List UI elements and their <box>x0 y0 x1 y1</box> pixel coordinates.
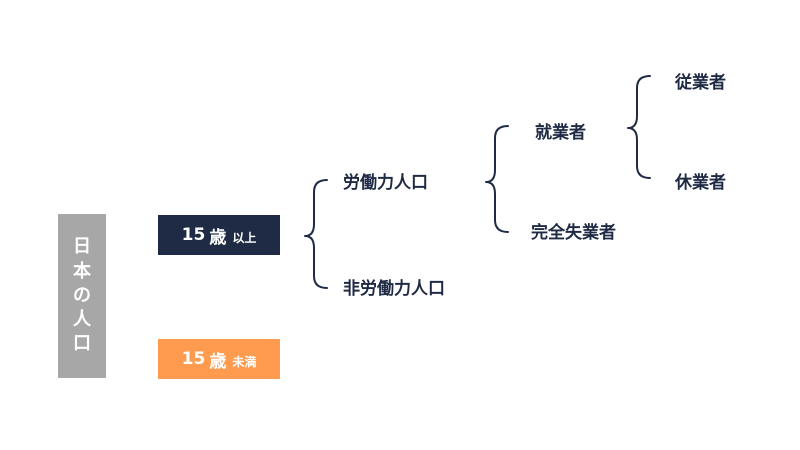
age-over-unit: 歳 <box>209 227 227 248</box>
brace-labor-split <box>304 179 328 289</box>
on-leave-node: 休業者 <box>675 173 726 193</box>
brace-employed-split <box>627 75 651 179</box>
age-under-qualifier: 未満 <box>232 354 257 369</box>
age-under-unit: 歳 <box>209 351 227 372</box>
root-label-char-4: 人 <box>73 309 91 331</box>
root-label-char-5: 口 <box>73 333 91 355</box>
age-over-number: 15 <box>181 225 206 245</box>
japan-population-box: 日 本 の 人 口 <box>58 214 106 378</box>
brace-employment-split <box>485 125 509 233</box>
root-label-char-3: の <box>73 284 91 306</box>
root-label-char-1: 日 <box>73 236 91 258</box>
age-over-qualifier: 以上 <box>232 230 257 245</box>
employed-node: 就業者 <box>535 123 586 143</box>
non-labor-force-node: 非労働力人口 <box>343 279 445 299</box>
age-under-15-box: 15 歳 未満 <box>158 339 280 379</box>
working-node: 従業者 <box>675 73 726 93</box>
unemployed-node: 完全失業者 <box>531 223 616 243</box>
age-under-number: 15 <box>181 349 206 369</box>
root-label-char-2: 本 <box>73 260 91 282</box>
labor-force-node: 労働力人口 <box>343 173 428 193</box>
age-15-and-over-box: 15 歳 以上 <box>158 215 280 255</box>
